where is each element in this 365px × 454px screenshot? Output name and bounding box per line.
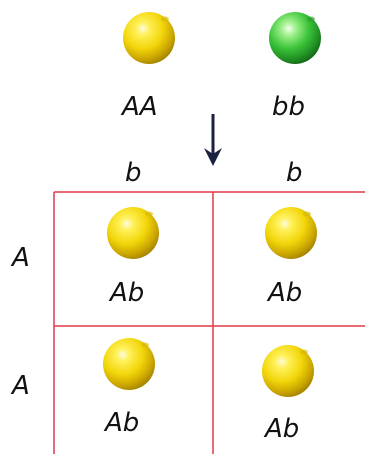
offspring-pea-icon (263, 205, 319, 261)
offspring-pea-icon (105, 205, 161, 261)
cross-arrow-icon (200, 112, 226, 168)
green-pea-icon (267, 10, 323, 66)
row-gamete-label-1: A (12, 243, 30, 273)
column-gamete-label-1: b (125, 158, 142, 188)
column-gamete-label-2: b (286, 158, 303, 188)
row-gamete-label-2: A (12, 371, 30, 401)
parent-genotype-right: bb (272, 92, 306, 122)
offspring-genotype-4: Ab (265, 414, 300, 444)
offspring-genotype-3: Ab (105, 408, 140, 438)
yellow-pea-icon (121, 10, 177, 66)
offspring-genotype-2: Ab (268, 278, 303, 308)
offspring-genotype-1: Ab (110, 278, 145, 308)
offspring-pea-icon (101, 336, 157, 392)
offspring-pea-icon (260, 343, 316, 399)
parent-genotype-left: AA (122, 92, 158, 122)
